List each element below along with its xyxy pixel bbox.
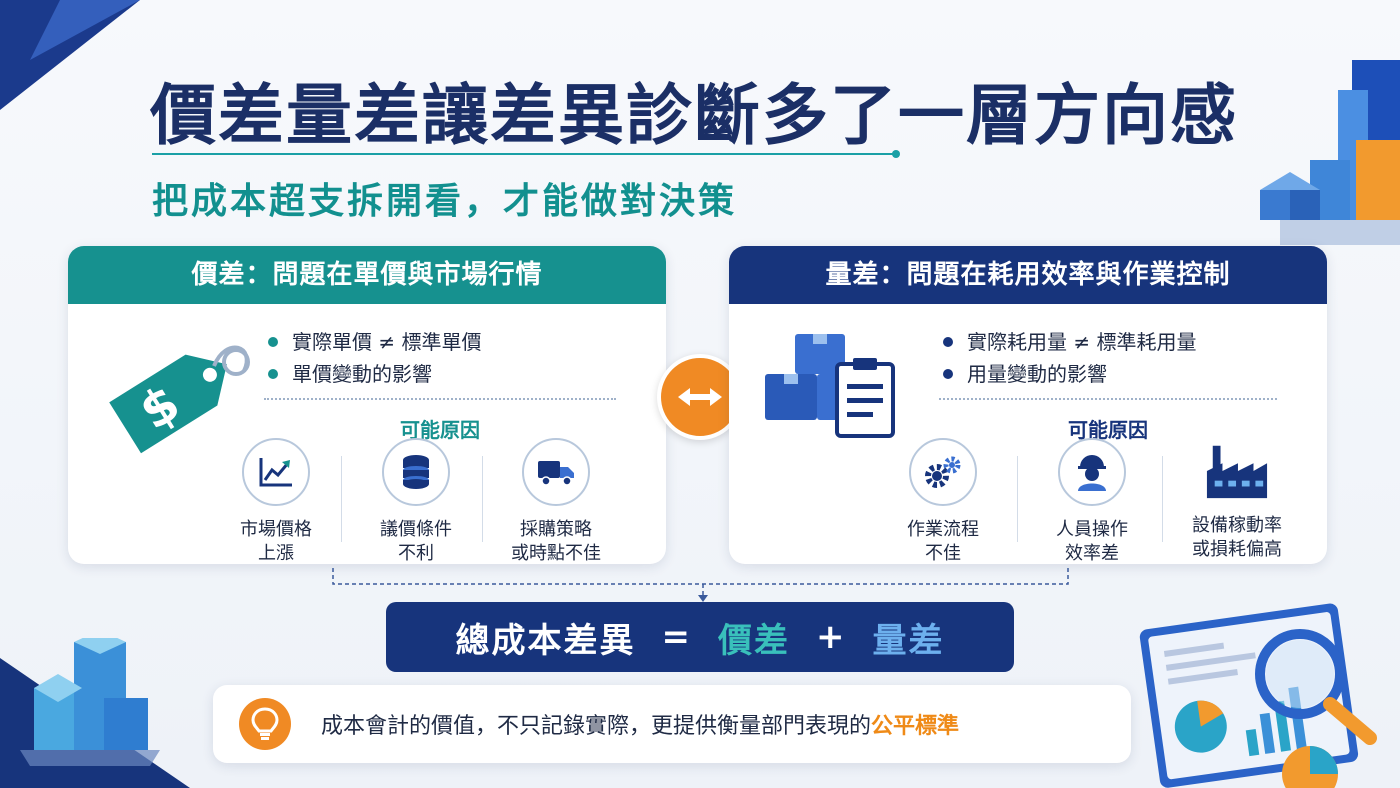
cause-separator	[341, 456, 342, 542]
bullet-item: 實際耗用量 ≠ 標準耗用量	[943, 326, 1196, 358]
cause-text: 設備稼動率 或損耗偏高	[1192, 515, 1282, 560]
dotted-divider	[264, 398, 616, 400]
formula-plus: +	[816, 617, 847, 657]
page-subtitle: 把成本超支拆開看，才能做對決策	[152, 181, 738, 222]
formula-price: 價差	[718, 620, 790, 661]
cubes-decoration-bottom-left	[0, 638, 190, 788]
corner-decoration-top-left	[0, 0, 140, 110]
cause-operator-efficiency: 人員操作 效率差	[1022, 438, 1162, 564]
formula-total: 總成本差異	[455, 620, 636, 661]
cause-text: 作業流程 不佳	[907, 519, 979, 564]
cause-market-price: 市場價格 上漲	[206, 438, 346, 564]
quantity-variance-card: 量差：問題在耗用效率與作業控制 實際耗用量 ≠ 標準耗用量 用量變動的影響 可能…	[729, 246, 1327, 564]
possible-causes-label: 可能原因	[1068, 418, 1148, 442]
price-tag-icon: $	[109, 345, 250, 454]
dotted-divider	[939, 398, 1277, 400]
cause-text: 人員操作 效率差	[1056, 519, 1128, 564]
bullet-dot	[943, 369, 953, 379]
bullet-dot	[943, 337, 953, 347]
bullet-item: 用量變動的影響	[943, 358, 1196, 390]
quantity-bullet-list: 實際耗用量 ≠ 標準耗用量 用量變動的影響	[943, 326, 1196, 390]
formula-equals: =	[661, 617, 692, 657]
cause-text: 市場價格 上漲	[240, 519, 312, 564]
price-card-header: 價差：問題在單價與市場行情	[68, 246, 666, 304]
key-insight-note: 成本會計的價值，不只記錄實際，更提供衡量部門表現的公平標準	[213, 685, 1131, 763]
cause-equipment-utilization: 設備稼動率 或損耗偏高	[1167, 438, 1307, 562]
worker-icon	[1058, 438, 1126, 506]
cause-text: 採購策略 或時點不佳	[511, 519, 601, 564]
rising-chart-icon	[242, 438, 310, 506]
price-bullet-list: 實際單價 ≠ 標準單價 單價變動的影響	[268, 326, 481, 390]
bullet-dot	[268, 337, 278, 347]
database-icon	[382, 438, 450, 506]
title-underline	[152, 150, 900, 158]
quantity-card-header: 量差：問題在耗用效率與作業控制	[729, 246, 1327, 304]
note-highlight: 公平標準	[871, 714, 960, 739]
dashed-connector	[332, 568, 1069, 602]
factory-icon	[1205, 438, 1269, 502]
cause-separator	[482, 456, 483, 542]
gears-icon	[909, 438, 977, 506]
page-title: 價差量差讓差異診斷多了一層方向感	[150, 77, 1238, 154]
bullet-item: 單價變動的影響	[268, 358, 481, 390]
note-text: 成本會計的價值，不只記錄實際，更提供衡量部門表現的公平標準	[321, 714, 960, 739]
delivery-truck-icon	[522, 438, 590, 506]
cause-text: 議價條件 不利	[380, 519, 452, 564]
cause-negotiation: 議價條件 不利	[346, 438, 486, 564]
cubes-decoration-top-right	[1260, 60, 1400, 245]
cause-separator	[1017, 456, 1018, 542]
bullet-dot	[268, 369, 278, 379]
price-variance-card: 價差：問題在單價與市場行情 $ 實際單價 ≠ 標準單價 單價變動的影響 可能原因…	[68, 246, 666, 564]
lightbulb-icon	[239, 698, 291, 750]
cause-separator	[1162, 456, 1163, 542]
total-variance-formula: 總成本差異 = 價差 + 量差	[386, 602, 1014, 672]
boxes-clipboard-icon	[765, 334, 895, 438]
formula-quantity: 量差	[872, 620, 945, 661]
report-magnifier-decoration	[1139, 603, 1377, 788]
bullet-item: 實際單價 ≠ 標準單價	[268, 326, 481, 358]
cause-workflow: 作業流程 不佳	[873, 438, 1013, 564]
cause-purchasing-strategy: 採購策略 或時點不佳	[486, 438, 626, 564]
